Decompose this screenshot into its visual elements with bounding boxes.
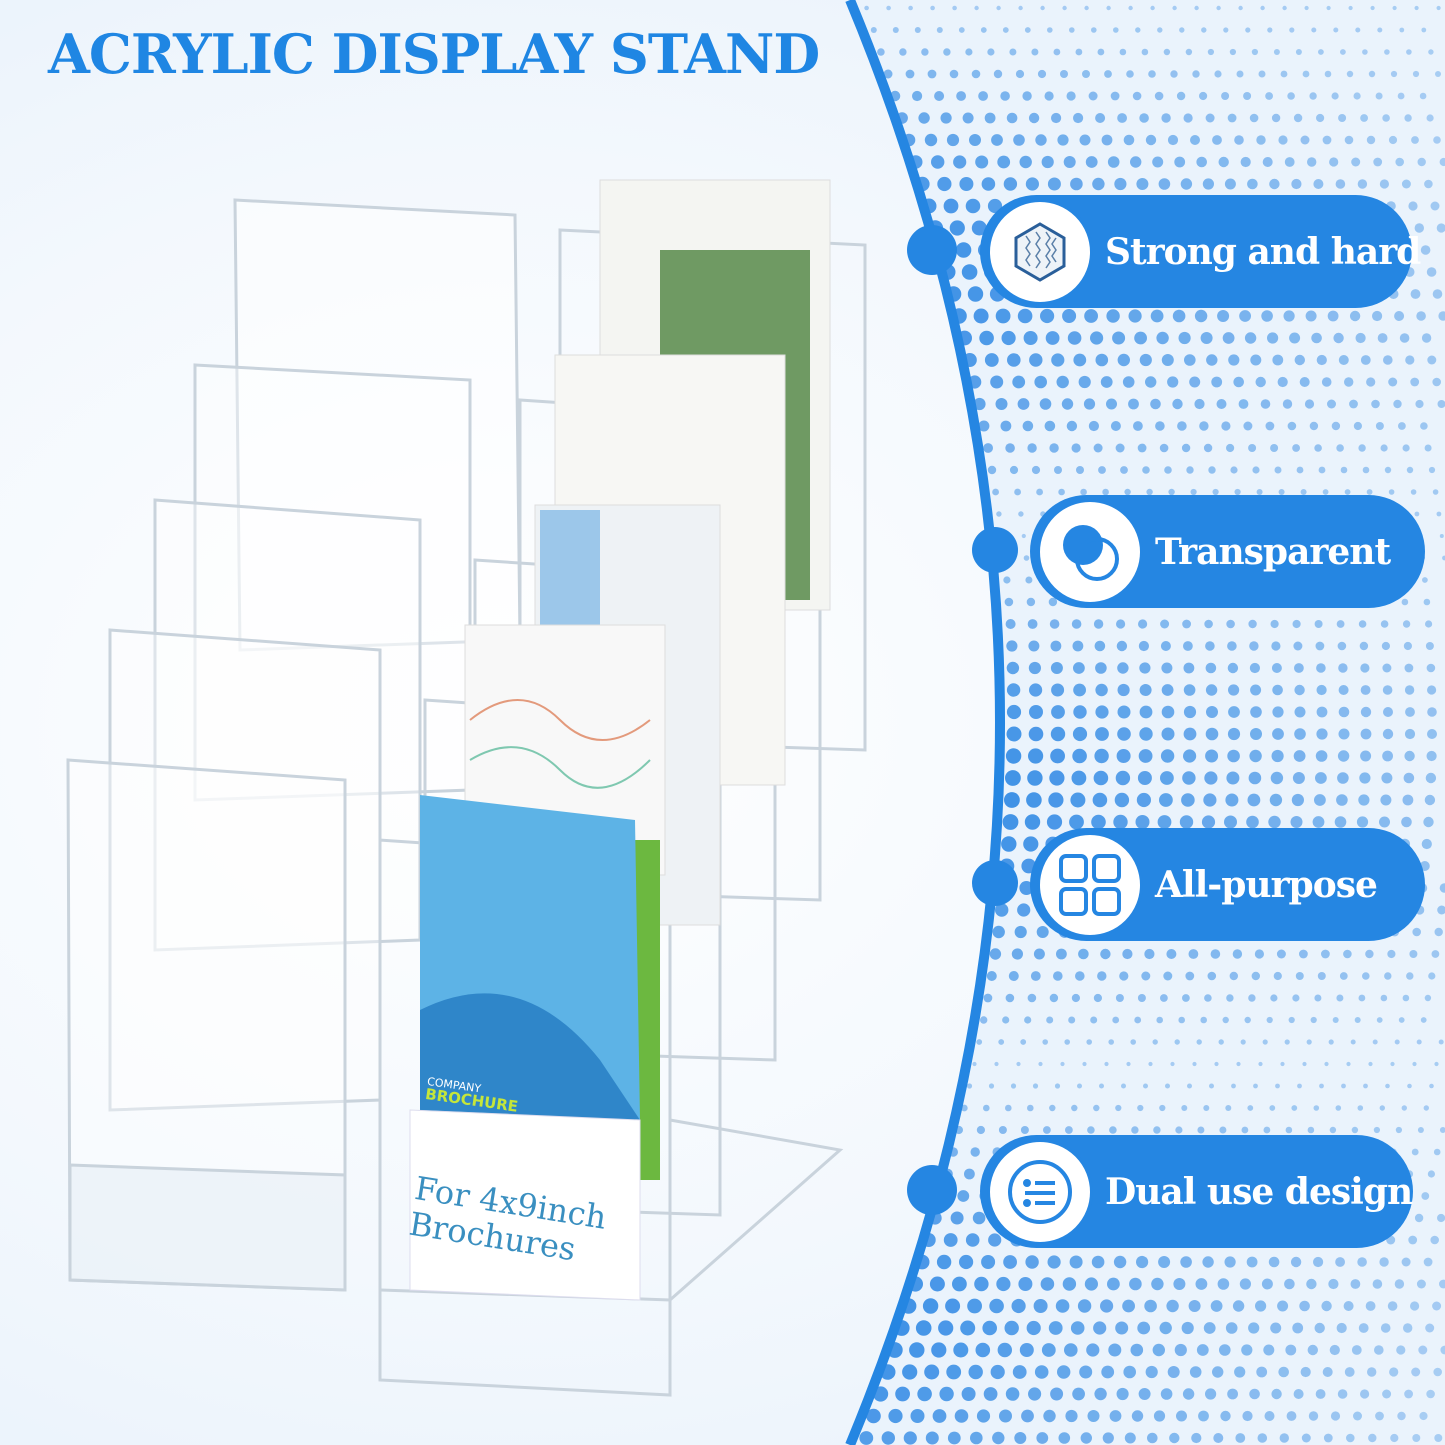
- list-icon: [987, 1138, 1093, 1245]
- timeline-node: [972, 860, 1018, 906]
- feature-label: Strong and hard: [1105, 230, 1421, 273]
- feature-label: Transparent: [1155, 530, 1391, 573]
- timeline-node: [972, 527, 1018, 573]
- feature-transparent: Transparent: [1030, 495, 1425, 608]
- grid-squares-icon: [1037, 831, 1143, 938]
- timeline-node: [907, 225, 957, 275]
- overlapping-circles-icon: [1037, 498, 1143, 605]
- page-title: ACRYLIC DISPLAY STAND: [48, 22, 820, 86]
- feature-all-purpose: All-purpose: [1030, 828, 1425, 941]
- hexagon-texture-icon: [987, 198, 1093, 305]
- feature-label: Dual use design: [1105, 1170, 1413, 1213]
- timeline-node: [907, 1165, 957, 1215]
- feature-dual-use-design: Dual use design: [980, 1135, 1413, 1248]
- feature-strong-and-hard: Strong and hard: [980, 195, 1421, 308]
- feature-label: All-purpose: [1155, 863, 1378, 906]
